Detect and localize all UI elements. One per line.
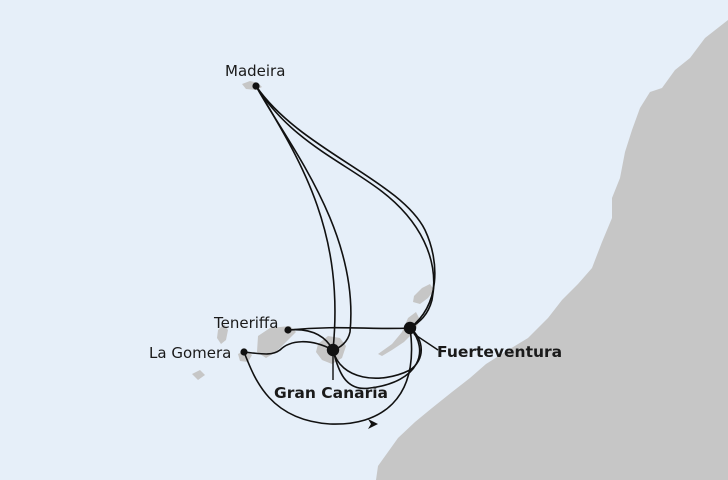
route-gran-canaria-fuerteventura-south: [332, 327, 423, 379]
la-palma-island: [217, 324, 228, 344]
label-la-gomera: La Gomera: [149, 344, 231, 362]
label-gran-canaria: Gran Canaria: [274, 384, 388, 402]
route-lines: [243, 85, 436, 425]
route-arrowhead: [368, 419, 378, 429]
route-fuerteventura-gran-canaria-south: [332, 327, 421, 390]
label-fuerteventura: Fuerteventura: [437, 343, 562, 361]
lanzarote-island: [413, 284, 434, 304]
port-dot-la-gomera: [240, 348, 248, 356]
route-teneriffa-fuerteventura: [287, 326, 411, 331]
route-gran-canaria-la-gomera: [243, 340, 334, 355]
route-madeira-gran-canaria-loop: [255, 85, 352, 351]
port-dot-gran-canaria: [326, 343, 340, 357]
label-teneriffa: Teneriffa: [213, 314, 278, 332]
port-dot-fuerteventura: [403, 321, 417, 335]
route-madeira-fuerteventura-2: [255, 85, 435, 329]
el-hierro-island: [192, 370, 205, 380]
leader-fuerteventura: [413, 333, 439, 351]
label-madeira: Madeira: [225, 62, 285, 80]
route-madeira-fuerteventura: [255, 85, 436, 329]
port-dot-madeira: [252, 82, 260, 90]
tenerife-island: [257, 326, 296, 358]
africa-mainland: [376, 20, 728, 480]
route-la-gomera-arrow: [243, 327, 413, 425]
port-dot-teneriffa: [284, 326, 292, 334]
